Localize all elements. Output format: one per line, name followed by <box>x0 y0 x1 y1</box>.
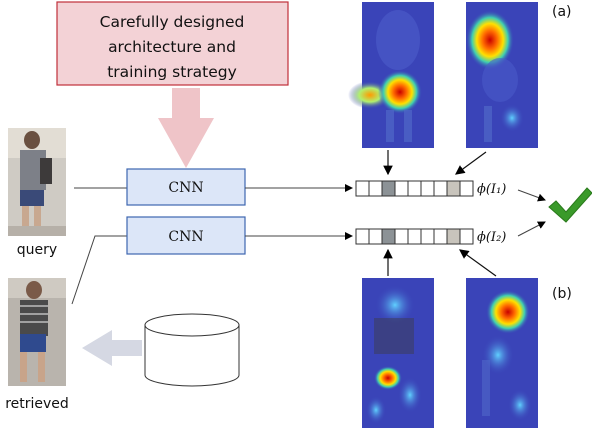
vector-cell <box>355 180 370 197</box>
header-box <box>56 1 289 86</box>
retrieved-to-cnn-line <box>71 235 127 305</box>
vector-cell <box>420 228 435 245</box>
query-person-image <box>8 128 66 236</box>
vector-cell <box>394 228 409 245</box>
vector-cell <box>381 180 396 197</box>
vector-cell <box>446 228 461 245</box>
panel-a-label: (a) <box>552 4 572 20</box>
heatmap-a-right <box>466 2 538 148</box>
vector-cell <box>433 180 448 197</box>
bottom-to-check-arrow <box>517 221 546 237</box>
vector-cell <box>420 180 435 197</box>
heat-b-right-arrow <box>459 249 497 277</box>
heatmap-b-left <box>362 278 434 428</box>
vector-cell <box>407 180 422 197</box>
header-line-1: Carefully designed <box>100 13 245 31</box>
vector-cell <box>368 180 383 197</box>
feature-top-label: ϕ(I₁) <box>477 182 506 197</box>
cnn-top-box <box>126 168 246 206</box>
header-line-3: training strategy <box>107 63 237 81</box>
vector-cell <box>394 180 409 197</box>
header-line-2: architecture and <box>108 38 236 56</box>
checkmark-icon <box>548 187 592 223</box>
vector-cell <box>355 228 370 245</box>
feature-vector-bottom <box>355 228 474 245</box>
query-label: query <box>17 242 57 258</box>
retrieved-label: retrieved <box>5 396 69 412</box>
vector-cell <box>381 228 396 245</box>
database-icon <box>144 313 240 387</box>
top-to-check-arrow <box>517 189 546 202</box>
cnn-bottom-label: CNN <box>168 229 203 245</box>
heatmap-a-left <box>348 2 434 148</box>
heat-a-right-arrow <box>455 151 487 175</box>
database-arrow <box>82 330 142 366</box>
vector-cell <box>368 228 383 245</box>
feature-vector-top <box>355 180 474 197</box>
vector-cell <box>407 228 422 245</box>
vector-cell <box>459 228 474 245</box>
vector-cell <box>459 180 474 197</box>
heatmap-b-right <box>466 278 538 428</box>
big-down-arrow <box>158 88 214 168</box>
panel-b-label: (b) <box>552 286 572 302</box>
retrieved-person-image <box>8 278 66 386</box>
vector-cell <box>433 228 448 245</box>
vector-cell <box>446 180 461 197</box>
cnn-top-label: CNN <box>168 180 203 196</box>
feature-bottom-label: ϕ(I₂) <box>477 230 506 245</box>
